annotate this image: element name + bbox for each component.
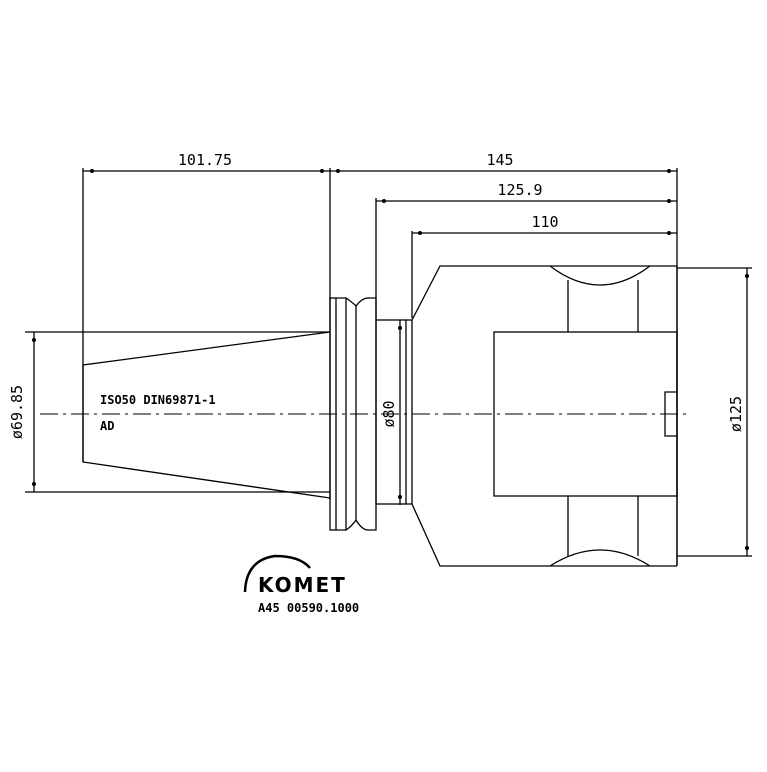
flange-groove bbox=[345, 297, 357, 531]
dim-marker bbox=[667, 199, 671, 203]
dim-text-body-diameter: ø125 bbox=[727, 396, 745, 432]
inner-bore bbox=[493, 331, 678, 497]
logo-text: KOMET bbox=[258, 573, 347, 597]
dim-marker bbox=[418, 231, 422, 235]
body-groove-bottom bbox=[549, 549, 651, 567]
dim-marker bbox=[745, 546, 749, 550]
flange-groove-outer bbox=[336, 297, 347, 531]
dim-text-total-length: 145 bbox=[486, 151, 513, 169]
dim-text-flange-length: 125.9 bbox=[497, 181, 542, 199]
dim-text-body-length: 110 bbox=[531, 213, 558, 231]
dim-text-taper-diameter: ø69.85 bbox=[8, 385, 26, 439]
dim-marker bbox=[745, 274, 749, 278]
flange-plate bbox=[329, 297, 337, 531]
dim-marker bbox=[320, 169, 324, 173]
label-standard: ISO50 DIN69871-1 bbox=[100, 393, 216, 407]
logo-swoosh-icon bbox=[243, 554, 311, 593]
dim-marker bbox=[90, 169, 94, 173]
label-form: AD bbox=[100, 419, 114, 433]
drive-slot bbox=[664, 391, 677, 437]
dim-marker bbox=[336, 169, 340, 173]
dim-text-taper-length: 101.75 bbox=[178, 151, 232, 169]
dim-marker bbox=[398, 495, 402, 499]
komet-logo: KOMET bbox=[243, 554, 347, 597]
dim-marker bbox=[667, 169, 671, 173]
body-transition-bottom bbox=[406, 503, 677, 567]
dim-marker bbox=[382, 199, 386, 203]
body-transition bbox=[406, 265, 677, 321]
taper-outline bbox=[82, 331, 331, 499]
dim-marker bbox=[398, 326, 402, 330]
body-groove-top bbox=[549, 265, 651, 286]
collar bbox=[375, 319, 407, 505]
dim-text-collar-diameter: ø80 bbox=[380, 400, 398, 427]
label-part-number: A45 00590.1000 bbox=[258, 601, 359, 615]
dim-marker bbox=[32, 482, 36, 486]
dim-marker bbox=[667, 231, 671, 235]
dim-marker bbox=[32, 338, 36, 342]
